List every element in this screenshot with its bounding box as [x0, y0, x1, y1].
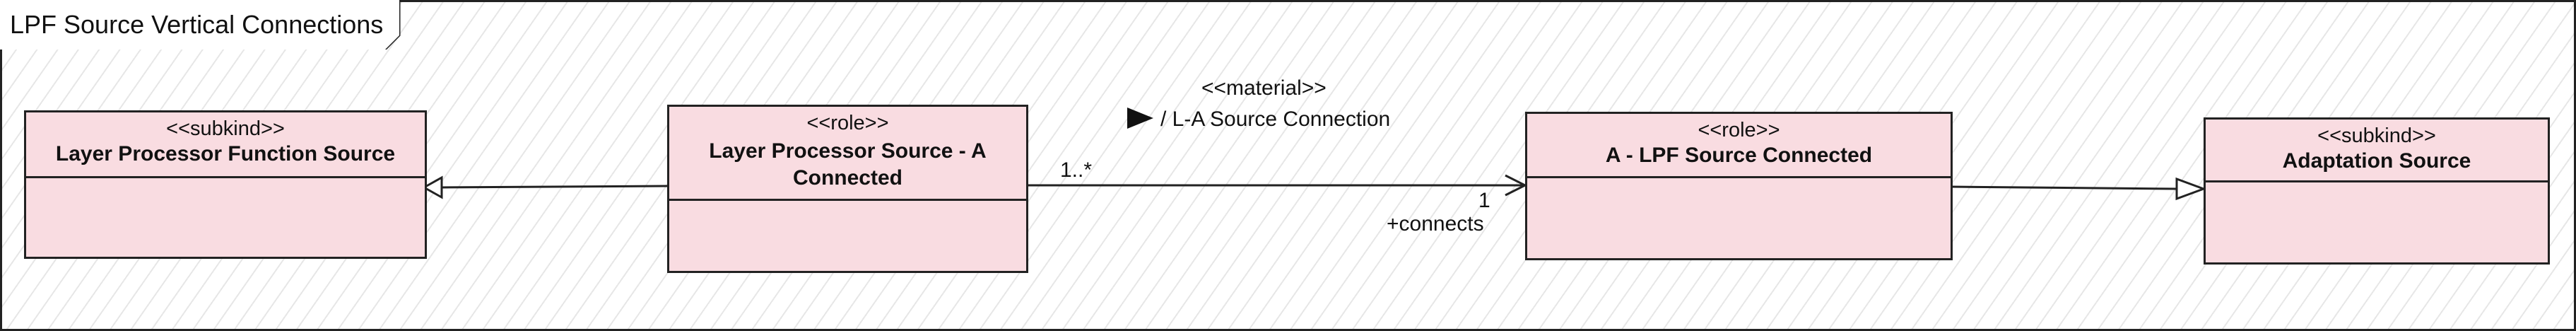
class-adaptation-source[interactable]: <<subkind>> Adaptation Source	[2204, 117, 2550, 265]
class-name-line-1: Layer Processor Source - A	[709, 139, 987, 163]
class-a-lpf-source-connected[interactable]: <<role>> A - LPF Source Connected	[1525, 112, 1953, 260]
class-layer-processor-source-a-connected[interactable]: <<role>> Layer Processor Source - A Conn…	[667, 105, 1028, 273]
class-stereotype: <<role>>	[806, 112, 889, 134]
source-multiplicity: 1..*	[1060, 158, 1093, 182]
class-stereotype: <<role>>	[1698, 119, 1780, 141]
class-stereotype: <<subkind>>	[166, 117, 285, 140]
class-header: <<subkind>> Layer Processor Function Sou…	[26, 112, 425, 178]
target-multiplicity: 1	[1478, 189, 1490, 212]
diagram-title[interactable]: LPF Source Vertical Connections	[10, 10, 384, 39]
class-header: <<subkind>> Adaptation Source	[2206, 120, 2548, 182]
association-stereotype: <<material>>	[1201, 76, 1327, 100]
class-header: <<role>> Layer Processor Source - A Conn…	[669, 107, 1026, 201]
class-stereotype: <<subkind>>	[2317, 124, 2436, 147]
generalization-line-1	[441, 185, 668, 189]
target-role-name: +connects	[1387, 212, 1484, 236]
generalization-arrowhead-2	[2175, 177, 2207, 201]
class-name: Layer Processor Function Source	[55, 142, 396, 166]
generalization-line-2	[1950, 185, 2177, 190]
class-name: A - LPF Source Connected	[1605, 144, 1873, 167]
class-name-line-2: Connected	[792, 166, 902, 190]
generalization-arrowhead-1	[421, 175, 443, 199]
association-name: / L-A Source Connection	[1160, 108, 1391, 131]
class-header: <<role>> A - LPF Source Connected	[1527, 114, 1951, 178]
class-name: Adaptation Source	[2282, 149, 2471, 173]
reading-direction-icon	[1127, 108, 1153, 129]
class-layer-processor-function-source[interactable]: <<subkind>> Layer Processor Function Sou…	[24, 110, 427, 259]
title-tab-shape	[0, 0, 401, 50]
